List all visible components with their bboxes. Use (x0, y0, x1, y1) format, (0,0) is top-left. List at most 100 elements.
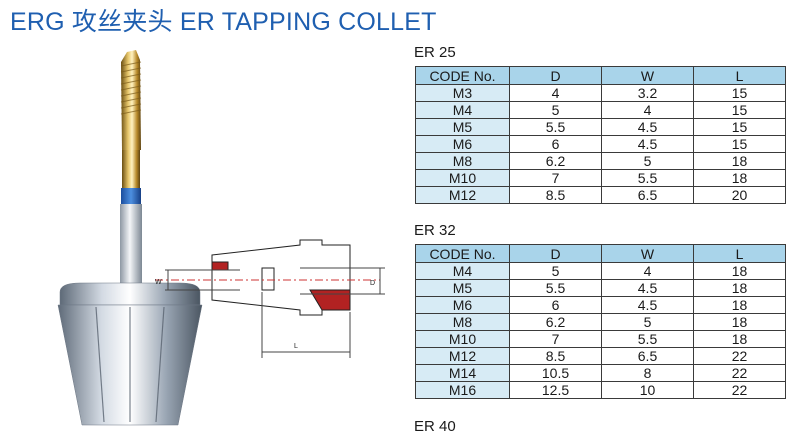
col-header-d: D (509, 66, 602, 85)
collet-technical-drawing (155, 239, 385, 358)
col-header-code: CODE No. (415, 66, 510, 85)
cell-d: 4 (509, 84, 602, 102)
tapping-collet-illustration (57, 50, 203, 426)
table-header-row: CODE No. D W L (415, 244, 786, 263)
cell-d: 12.5 (509, 381, 602, 399)
cell-d: 6 (509, 296, 602, 314)
cell-code: M16 (415, 381, 510, 399)
tap-neck (122, 150, 140, 188)
cell-w: 4.5 (601, 279, 694, 297)
col-header-l: L (693, 244, 786, 263)
cell-code: M10 (415, 330, 510, 348)
spec-table-er25: CODE No. D W L M3 4 3.2 15 M4 5 4 15 M5 … (415, 66, 786, 204)
col-header-w: W (601, 244, 694, 263)
cell-code: M4 (415, 262, 510, 280)
col-header-l: L (693, 66, 786, 85)
cell-d: 5 (509, 101, 602, 119)
cell-w: 4 (601, 262, 694, 280)
dim-label-d: D (370, 280, 375, 287)
cell-code: M5 (415, 118, 510, 136)
cell-w: 10 (601, 381, 694, 399)
cell-d: 8.5 (509, 186, 602, 204)
cell-l: 18 (693, 279, 786, 297)
cell-d: 5.5 (509, 118, 602, 136)
cell-code: M6 (415, 296, 510, 314)
dim-label-l: L (294, 343, 298, 350)
collet-top (59, 282, 201, 306)
cell-w: 5 (601, 313, 694, 331)
cell-d: 7 (509, 330, 602, 348)
table-row: M12 8.5 6.5 22 (415, 347, 786, 365)
cell-code: M4 (415, 101, 510, 119)
table-row: M3 4 3.2 15 (415, 84, 786, 102)
cell-l: 18 (693, 169, 786, 187)
table-header-row: CODE No. D W L (415, 66, 786, 85)
tap-shank (120, 204, 142, 290)
cell-code: M14 (415, 364, 510, 382)
cell-d: 6.2 (509, 152, 602, 170)
cell-w: 4.5 (601, 135, 694, 153)
cell-l: 18 (693, 262, 786, 280)
tap-blue-band (121, 188, 141, 204)
cell-w: 5 (601, 152, 694, 170)
cell-code: M10 (415, 169, 510, 187)
cell-w: 4 (601, 101, 694, 119)
cell-l: 15 (693, 135, 786, 153)
cell-w: 4.5 (601, 118, 694, 136)
section-label-er40: ER 40 (414, 418, 456, 435)
cell-d: 6.2 (509, 313, 602, 331)
cell-code: M5 (415, 279, 510, 297)
cell-code: M12 (415, 347, 510, 365)
cell-d: 7 (509, 169, 602, 187)
table-row: M10 7 5.5 18 (415, 330, 786, 348)
cell-w: 8 (601, 364, 694, 382)
col-header-w: W (601, 66, 694, 85)
table-row: M4 5 4 18 (415, 262, 786, 280)
section-label-er25: ER 25 (414, 44, 456, 61)
cell-w: 4.5 (601, 296, 694, 314)
cell-d: 10.5 (509, 364, 602, 382)
section-label-er32: ER 32 (414, 222, 456, 239)
cell-l: 15 (693, 118, 786, 136)
spec-table-er32: CODE No. D W L M4 5 4 18 M5 5.5 4.5 18 M… (415, 244, 786, 399)
cell-code: M3 (415, 84, 510, 102)
table-row: M6 6 4.5 18 (415, 296, 786, 314)
cell-d: 5.5 (509, 279, 602, 297)
cell-l: 20 (693, 186, 786, 204)
cell-d: 8.5 (509, 347, 602, 365)
cell-l: 18 (693, 330, 786, 348)
cell-l: 18 (693, 296, 786, 314)
cell-code: M8 (415, 152, 510, 170)
col-header-code: CODE No. (415, 244, 510, 263)
cell-l: 22 (693, 347, 786, 365)
cell-w: 5.5 (601, 330, 694, 348)
table-row: M6 6 4.5 15 (415, 135, 786, 153)
cell-l: 18 (693, 152, 786, 170)
page-title: ERG 攻丝夹头 ER TAPPING COLLET (10, 8, 437, 36)
table-row: M14 10.5 8 22 (415, 364, 786, 382)
table-row: M16 12.5 10 22 (415, 381, 786, 399)
cell-code: M12 (415, 186, 510, 204)
cell-l: 22 (693, 364, 786, 382)
cell-w: 3.2 (601, 84, 694, 102)
cell-code: M6 (415, 135, 510, 153)
table-row: M4 5 4 15 (415, 101, 786, 119)
cell-w: 6.5 (601, 186, 694, 204)
cell-d: 6 (509, 135, 602, 153)
dim-label-w: W (155, 279, 162, 286)
cell-l: 22 (693, 381, 786, 399)
table-row: M12 8.5 6.5 20 (415, 186, 786, 204)
cell-w: 5.5 (601, 169, 694, 187)
table-row: M10 7 5.5 18 (415, 169, 786, 187)
cell-l: 18 (693, 313, 786, 331)
col-header-d: D (509, 244, 602, 263)
table-row: M5 5.5 4.5 15 (415, 118, 786, 136)
table-row: M5 5.5 4.5 18 (415, 279, 786, 297)
cell-l: 15 (693, 84, 786, 102)
table-row: M8 6.2 5 18 (415, 152, 786, 170)
cell-d: 5 (509, 262, 602, 280)
cell-code: M8 (415, 313, 510, 331)
cell-l: 15 (693, 101, 786, 119)
cell-w: 6.5 (601, 347, 694, 365)
